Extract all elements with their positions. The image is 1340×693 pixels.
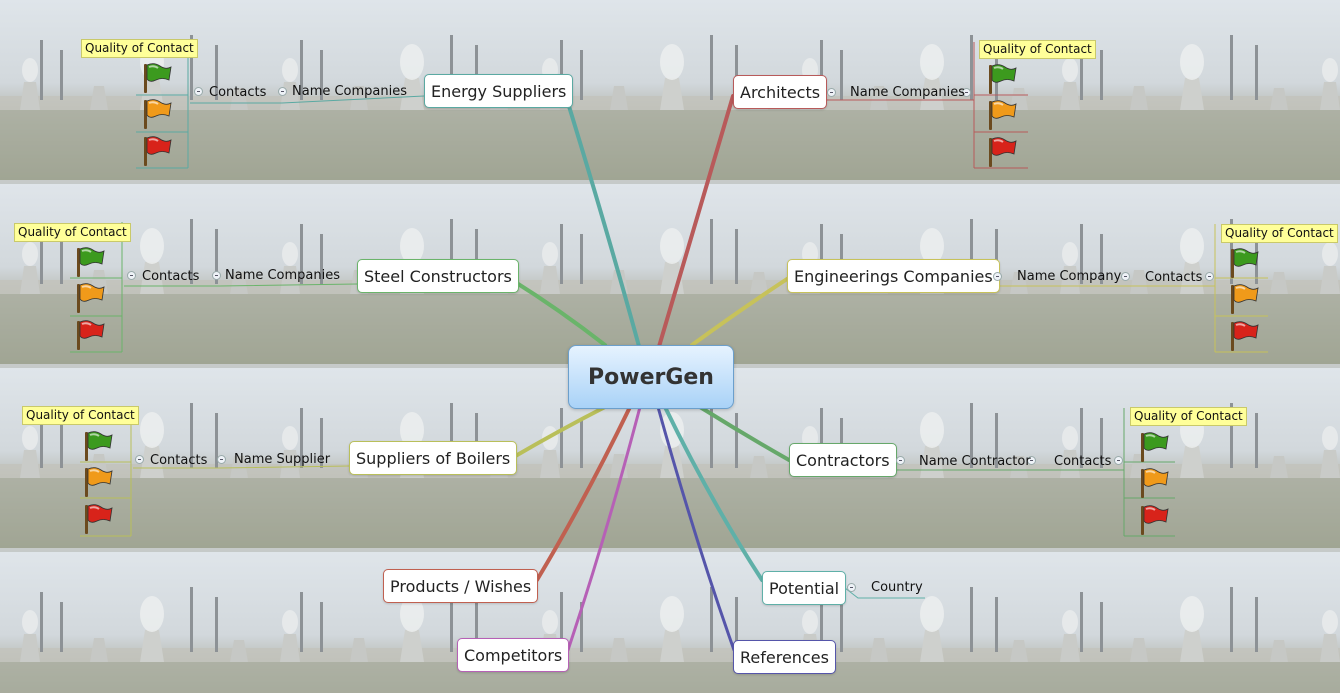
branch-line-competitors bbox=[566, 405, 642, 652]
topic-suppliers-of-boilers[interactable]: Suppliers of Boilers bbox=[349, 441, 518, 475]
red-flag-icon[interactable] bbox=[140, 134, 174, 168]
red-flag-icon[interactable] bbox=[1227, 319, 1261, 353]
subtopic-name-contractor[interactable]: Name Contractor bbox=[919, 454, 1031, 469]
branch-line-products bbox=[535, 405, 632, 582]
collapse-toggle-contacts-engineering[interactable] bbox=[1121, 272, 1130, 281]
red-flag-icon[interactable] bbox=[81, 502, 115, 536]
topic-architects[interactable]: Architects bbox=[733, 75, 828, 109]
subtopic-name-companies-steel[interactable]: Name Companies bbox=[225, 268, 341, 283]
collapse-toggle-name-contractor[interactable] bbox=[896, 456, 905, 465]
green-flag-icon[interactable] bbox=[73, 245, 107, 279]
subtopic-name-companies-architects[interactable]: Name Companies bbox=[850, 85, 966, 100]
collapse-toggle-name-company-engineering[interactable] bbox=[993, 272, 1002, 281]
subtopic-contacts-energy[interactable]: Contacts bbox=[209, 85, 267, 100]
branch-line-architects bbox=[656, 94, 735, 352]
collapse-toggle-name-supplier-boilers[interactable] bbox=[217, 455, 226, 464]
subtopic-name-companies-energy[interactable]: Name Companies bbox=[292, 84, 408, 99]
subtopic-name-company-engineering[interactable]: Name Company bbox=[1017, 269, 1122, 284]
branch-line-steel-constructors bbox=[510, 278, 607, 347]
branch-line-energy-suppliers bbox=[566, 101, 642, 352]
topic-energy-suppliers[interactable]: Energy Suppliers bbox=[424, 74, 574, 108]
callout-quality-boilers[interactable]: Quality of Contact bbox=[22, 406, 139, 425]
callout-quality-energy[interactable]: Quality of Contact bbox=[81, 39, 198, 58]
orange-flag-icon[interactable] bbox=[1227, 282, 1261, 316]
orange-flag-icon[interactable] bbox=[985, 98, 1019, 132]
collapse-toggle-contractors-flags[interactable] bbox=[1114, 456, 1123, 465]
topic-contractors[interactable]: Contractors bbox=[789, 443, 897, 477]
callout-quality-contractors[interactable]: Quality of Contact bbox=[1130, 407, 1247, 426]
red-flag-icon[interactable] bbox=[1137, 503, 1171, 537]
collapse-toggle-engineering-flags[interactable] bbox=[1205, 272, 1214, 281]
collapse-toggle-contacts-boilers[interactable] bbox=[135, 455, 144, 464]
branch-line-references bbox=[656, 405, 736, 652]
callout-quality-steel[interactable]: Quality of Contact bbox=[14, 223, 131, 242]
branch-line-potential bbox=[663, 405, 764, 582]
orange-flag-icon[interactable] bbox=[73, 281, 107, 315]
orange-flag-icon[interactable] bbox=[81, 465, 115, 499]
topic-references[interactable]: References bbox=[733, 640, 836, 674]
collapse-toggle-name-companies-steel[interactable] bbox=[212, 271, 221, 280]
subtopic-country[interactable]: Country bbox=[871, 580, 923, 595]
callout-quality-architects[interactable]: Quality of Contact bbox=[979, 40, 1096, 59]
topic-competitors[interactable]: Competitors bbox=[457, 638, 570, 672]
collapse-toggle-contacts-energy[interactable] bbox=[194, 87, 203, 96]
green-flag-icon[interactable] bbox=[1137, 430, 1171, 464]
topic-products-wishes[interactable]: Products / Wishes bbox=[383, 569, 539, 603]
green-flag-icon[interactable] bbox=[1227, 246, 1261, 280]
subtopic-contacts-engineering[interactable]: Contacts bbox=[1145, 270, 1203, 285]
red-flag-icon[interactable] bbox=[985, 135, 1019, 169]
branch-line-boilers bbox=[510, 405, 607, 460]
collapse-toggle-name-companies-energy[interactable] bbox=[278, 87, 287, 96]
collapse-toggle-contacts-steel[interactable] bbox=[127, 271, 136, 280]
topic-potential[interactable]: Potential bbox=[762, 571, 847, 605]
green-flag-icon[interactable] bbox=[140, 61, 174, 95]
subtopic-name-supplier[interactable]: Name Supplier bbox=[234, 452, 331, 467]
green-flag-icon[interactable] bbox=[81, 429, 115, 463]
branch-line-engineering bbox=[690, 277, 789, 347]
collapse-toggle-name-companies-architects[interactable] bbox=[827, 88, 836, 97]
collapse-toggle-contacts-contractors[interactable] bbox=[1027, 456, 1036, 465]
branch-line-contractors bbox=[698, 405, 791, 462]
subtopic-contacts-contractors[interactable]: Contacts bbox=[1054, 454, 1112, 469]
topic-engineering-companies[interactable]: Engineerings Companies bbox=[787, 259, 1000, 293]
topic-steel-constructors[interactable]: Steel Constructors bbox=[357, 259, 519, 293]
subtopic-contacts-boilers[interactable]: Contacts bbox=[150, 453, 208, 468]
subtopic-contacts-steel[interactable]: Contacts bbox=[142, 269, 200, 284]
orange-flag-icon[interactable] bbox=[140, 97, 174, 131]
collapse-toggle-potential-country[interactable] bbox=[847, 583, 856, 592]
collapse-toggle-architects-flags[interactable] bbox=[962, 88, 971, 97]
callout-quality-engineering[interactable]: Quality of Contact bbox=[1221, 224, 1338, 243]
red-flag-icon[interactable] bbox=[73, 318, 107, 352]
orange-flag-icon[interactable] bbox=[1137, 466, 1171, 500]
central-topic[interactable]: PowerGen bbox=[568, 345, 734, 409]
green-flag-icon[interactable] bbox=[985, 62, 1019, 96]
